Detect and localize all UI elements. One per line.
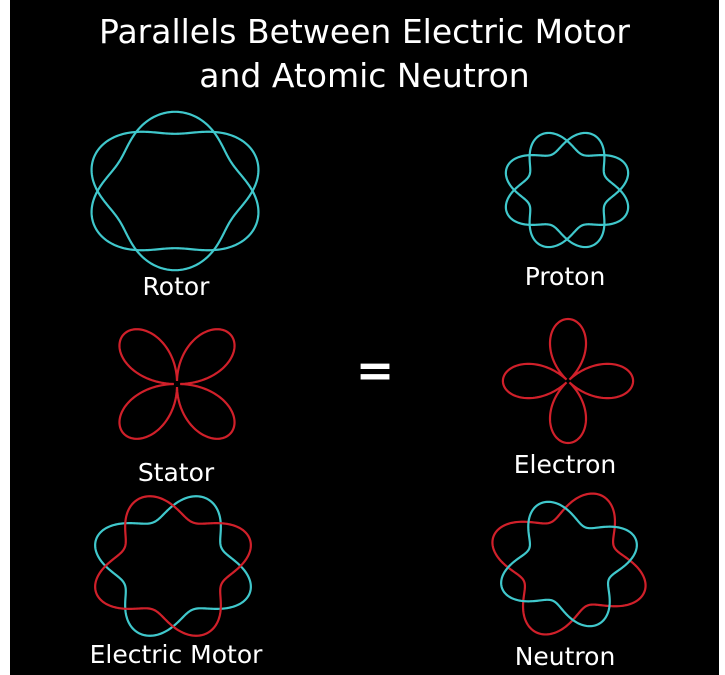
rotor-figure [90,110,260,272]
proton-figure [504,131,630,249]
stator-curve [118,328,236,440]
motor-cyan-curve [94,495,252,637]
neutron-cyan-curve [500,500,638,628]
title-line-1: Parallels Between Electric Motor [99,12,630,51]
rotor-curve [90,130,260,272]
rotor-curve [90,110,260,252]
motor-red-curve [94,495,252,637]
proton-curve [504,131,630,249]
neutron-label: Neutron [514,642,616,671]
electron-figure [501,317,635,445]
stator-figure [118,328,236,440]
rotor-label: Rotor [142,272,210,301]
neutron-red-curve [491,492,647,636]
electric-motor-label: Electric Motor [89,640,263,669]
title-line-2: and Atomic Neutron [199,56,530,95]
equals-sign: = [355,343,395,397]
stator-label: Stator [137,458,215,487]
proton-label: Proton [524,262,606,291]
electron-label: Electron [513,450,617,479]
diagram-panel: Parallels Between Electric Motor and Ato… [10,0,719,675]
electric-motor-figure [94,495,252,637]
neutron-figure [491,492,647,636]
proton-curve [504,131,630,249]
electron-curve [501,317,635,445]
